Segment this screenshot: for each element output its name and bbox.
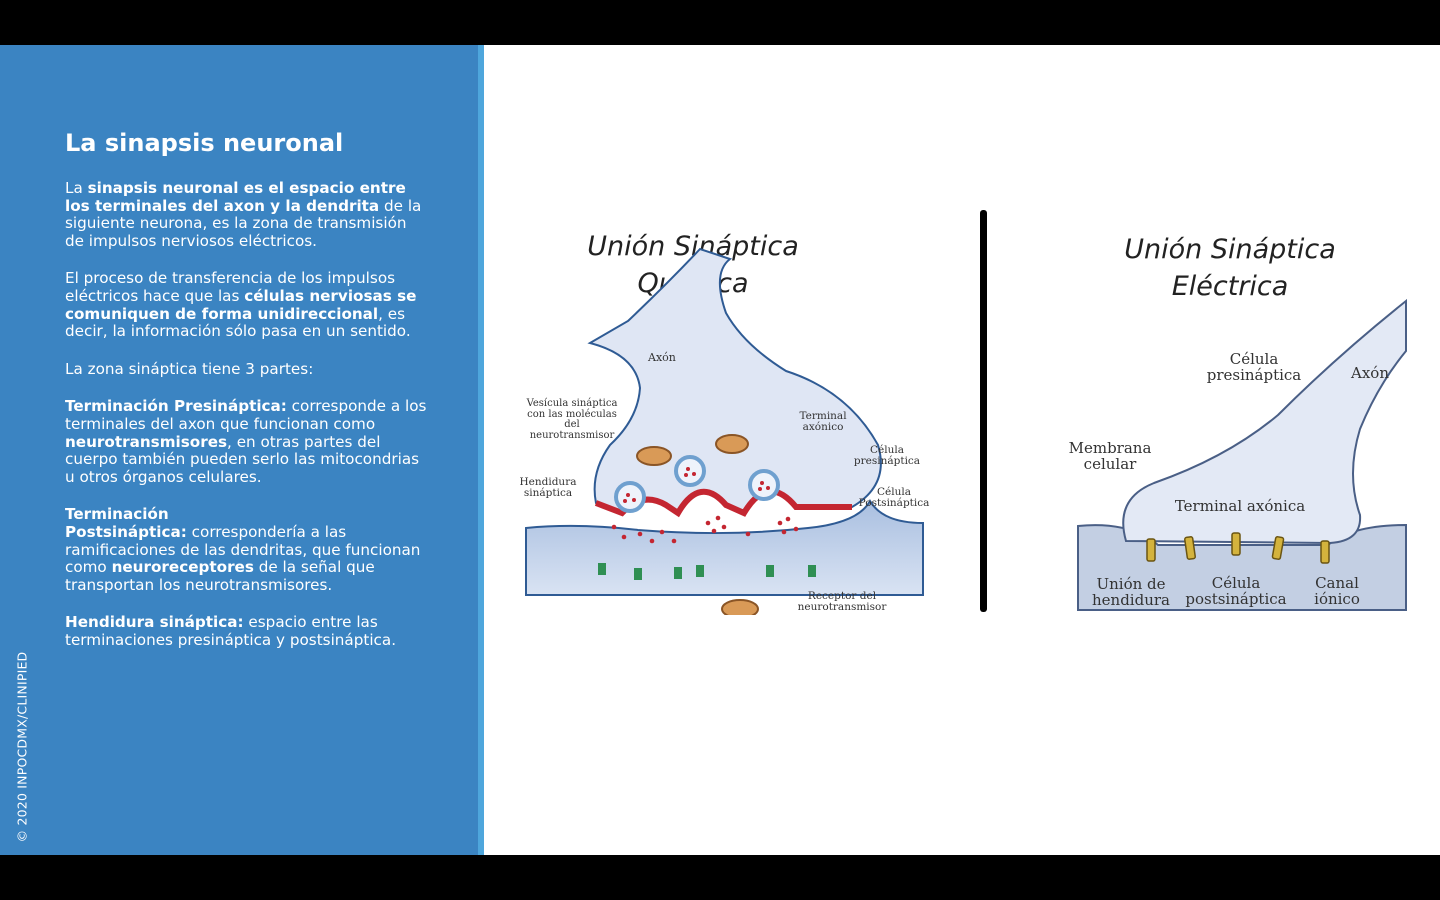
label-ion-channel: Canal iónico — [1314, 574, 1360, 608]
text-run: de la siguiente neurona, es la zona de t… — [65, 196, 422, 250]
electrical-synapse-illustration — [1077, 298, 1407, 611]
electrical-synapse-diagram: Unión Sináptica Eléctrica Célula presiná… — [1060, 225, 1420, 620]
label-presynaptic-cell: Célula presináptica — [1206, 350, 1302, 384]
label-terminal: Terminal axónico — [799, 410, 847, 434]
paragraph-definition: La sinapsis neuronal es el espacio entre… — [65, 179, 427, 250]
label-presynaptic: Célula presináptica — [853, 444, 921, 468]
label-terminal: Terminal axónica — [1174, 497, 1306, 515]
text-run: El proceso de transferencia de los impul… — [65, 269, 396, 305]
electrical-title-line2: Eléctrica — [1171, 271, 1289, 302]
text-run: corresponde a los terminales del axon qu… — [65, 397, 427, 433]
bold-run: neurotransmisores — [65, 432, 228, 451]
label-membrane: Membrana celular — [1068, 439, 1152, 473]
copyright-text: © 2020 INPOCDMX/CLINIPIED — [14, 651, 30, 843]
label-vesicle: Vesícula sináptica con las moléculas del… — [526, 398, 618, 441]
text-run: , es decir, la información sólo pasa en … — [65, 304, 411, 341]
slide: © 2020 INPOCDMX/CLINIPIED La sinapsis ne… — [0, 45, 1440, 855]
label-axon: Axón — [648, 351, 676, 364]
body-text: La sinapsis neuronal es el espacio entre… — [65, 179, 427, 669]
text-run: La — [65, 179, 88, 197]
bold-run: Hendidura sináptica: — [65, 613, 244, 632]
bold-run: Postsináptica: — [65, 522, 187, 541]
label-receptor: Receptor del neurotransmisor — [797, 590, 887, 614]
label-cleft: Hendidura sináptica — [519, 476, 577, 500]
panel-edge-stripe — [478, 45, 484, 855]
bold-run: sinapsis neuronal es el espacio entre lo… — [65, 179, 406, 215]
paragraph-presynaptic: Terminación Presináptica: corresponde a … — [65, 398, 427, 486]
text-panel: © 2020 INPOCDMX/CLINIPIED La sinapsis ne… — [0, 45, 478, 855]
label-axon: Axón — [1351, 364, 1389, 382]
electrical-title-line1: Unión Sináptica — [1124, 234, 1336, 265]
electrical-diagram-title: Unión Sináptica Eléctrica — [1090, 231, 1370, 305]
paragraph-process: El proceso de transferencia de los impul… — [65, 270, 427, 340]
diagram-divider — [980, 210, 987, 612]
bold-run: células nerviosas se comuniquen de forma… — [65, 286, 417, 323]
bold-run: Terminación Presináptica: — [65, 397, 287, 416]
bold-run: Terminación — [65, 505, 169, 524]
chemical-synapse-illustration — [525, 247, 924, 615]
text-run: espacio entre las terminaciones presináp… — [65, 613, 397, 649]
copyright-notice: © 2020 INPOCDMX/CLINIPIED — [4, 642, 40, 852]
paragraph-parts-intro: La zona sináptica tiene 3 partes: — [65, 359, 314, 378]
bold-run: neuroreceptores — [111, 558, 254, 577]
label-postsynaptic: Célula Postsináptica — [858, 486, 930, 510]
chemical-synapse-diagram: Unión Sináptica Química — [518, 223, 938, 615]
text-run: , en otras partes del cuerpo también pue… — [65, 432, 420, 486]
text-run: correspondería a las ramificaciones de l… — [65, 522, 421, 577]
text-run: de la señal que transportan los neurotra… — [65, 558, 375, 594]
slide-title: La sinapsis neuronal — [65, 129, 344, 157]
label-postsynaptic-cell: Célula postsináptica — [1185, 574, 1287, 608]
paragraph-cleft: Hendidura sináptica: espacio entre las t… — [65, 613, 427, 649]
label-gap-junction: Unión de hendidura — [1092, 575, 1170, 609]
